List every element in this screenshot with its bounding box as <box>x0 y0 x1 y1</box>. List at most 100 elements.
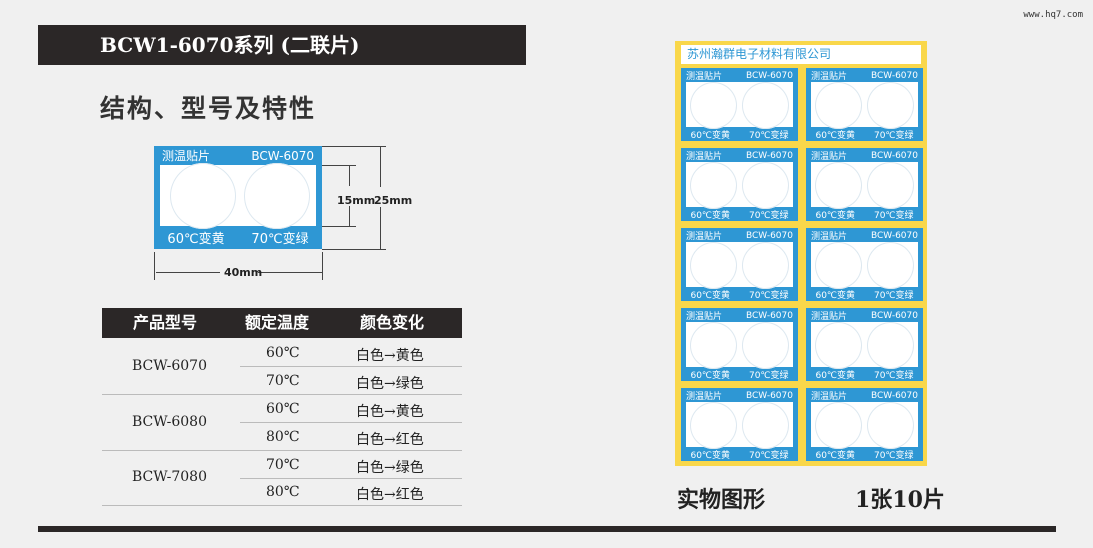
sheet-label-model: BCW-6070 <box>871 390 918 401</box>
sheet-label-model: BCW-6070 <box>746 390 793 401</box>
temp-cell: 60℃ <box>266 401 300 417</box>
sheet-label-model: BCW-6070 <box>746 230 793 241</box>
sheet-dot-left <box>815 82 862 129</box>
sheet-label-model: BCW-6070 <box>871 70 918 81</box>
sheet-dot-left <box>815 402 862 449</box>
sheet-dot-left <box>690 242 737 289</box>
change-cell: 白色→红色 <box>356 432 424 448</box>
sheet-label-window <box>811 322 918 369</box>
sheet-label-window <box>811 162 918 209</box>
sheet-dot-right <box>867 82 914 129</box>
sheet-label-header: 测温贴片 BCW-6070 <box>811 150 918 163</box>
row-divider <box>240 478 462 479</box>
sheet-label-name: 测温贴片 <box>811 312 848 322</box>
sheet-label-footer: 60℃变黄 70℃变绿 <box>681 368 798 381</box>
dim-ext-inner-top <box>322 165 356 166</box>
sheet-label-change-1: 60℃变黄 <box>690 210 731 221</box>
sheet-dot-right <box>867 242 914 289</box>
sheet-label-change-2: 70℃变绿 <box>873 450 914 461</box>
sheet-label-window <box>686 162 793 209</box>
sheet-dot-left <box>815 242 862 289</box>
dim-ext-bottom <box>322 249 386 250</box>
sheet-label-change-1: 60℃变黄 <box>690 370 731 381</box>
dim-arrow-right <box>258 272 322 273</box>
sheet-label-window <box>811 402 918 449</box>
sheet-label-window <box>811 242 918 289</box>
sheet-label-change-2: 70℃变绿 <box>873 290 914 301</box>
temp-cell: 70℃ <box>266 373 300 389</box>
sheet-label-window <box>686 242 793 289</box>
change-cell: 白色→绿色 <box>356 460 424 476</box>
sheet-label-footer: 60℃变黄 70℃变绿 <box>681 128 798 141</box>
model-cell: BCW-6070 <box>132 358 207 374</box>
sheet-label-name: 测温贴片 <box>811 152 848 162</box>
table-header: 产品型号 额定温度 颜色变化 <box>102 308 462 338</box>
label-change-2: 70℃变绿 <box>251 232 309 247</box>
sheet-label-change-1: 60℃变黄 <box>690 450 731 461</box>
sheet-dot-right <box>867 322 914 369</box>
sheet-label-model: BCW-6070 <box>871 150 918 161</box>
sheet-label-header: 测温贴片 BCW-6070 <box>811 310 918 323</box>
sheet-label-window <box>686 402 793 449</box>
sheet-dot-right <box>742 82 789 129</box>
sheet-dot-right <box>742 242 789 289</box>
sheet-label-model: BCW-6070 <box>871 310 918 321</box>
sheet-label-change-1: 60℃变黄 <box>690 130 731 141</box>
sheet-dot-left <box>690 402 737 449</box>
col-temp: 额定温度 <box>245 313 310 332</box>
dim-ext-right <box>322 252 323 280</box>
indicator-dot-left <box>170 163 236 229</box>
label-model: BCW-6070 <box>251 148 314 163</box>
sheet-label-name: 测温贴片 <box>811 232 848 242</box>
sheet-dot-right <box>742 402 789 449</box>
sheet-label-header: 测温贴片 BCW-6070 <box>686 310 793 323</box>
sheet-label-change-1: 60℃变黄 <box>815 130 856 141</box>
dim-ext-top <box>322 146 386 147</box>
model-cell: BCW-6080 <box>132 414 207 430</box>
col-model: 产品型号 <box>133 313 198 332</box>
label-header: 测温贴片 BCW-6070 <box>154 146 322 165</box>
sheet-label-name: 测温贴片 <box>686 312 723 322</box>
caption-photo: 实物图形 <box>677 487 766 513</box>
temp-cell: 70℃ <box>266 457 300 473</box>
temp-cell: 80℃ <box>266 484 300 500</box>
sheet-label-change-2: 70℃变绿 <box>748 210 789 221</box>
sheet-label-change-2: 70℃变绿 <box>748 370 789 381</box>
sheet-label-name: 测温贴片 <box>686 152 723 162</box>
sheet-label-model: BCW-6070 <box>746 70 793 81</box>
sheet-label-model: BCW-6070 <box>746 310 793 321</box>
dim-ext-inner-bottom <box>322 226 356 227</box>
label-footer: 60℃变黄 70℃变绿 <box>154 226 322 249</box>
indicator-dot-right <box>244 163 310 229</box>
dim-arrow-left <box>156 272 220 273</box>
dim-width: 40mm <box>224 266 263 279</box>
sheet-label-change-1: 60℃变黄 <box>815 210 856 221</box>
sheet-dot-left <box>815 162 862 209</box>
sheet-dot-left <box>690 162 737 209</box>
dim-ext-left <box>154 252 155 280</box>
section-title: 结构、型号及特性 <box>100 94 317 123</box>
temp-cell: 80℃ <box>266 429 300 445</box>
table-bottom-rule <box>102 505 462 506</box>
row-divider <box>240 366 462 367</box>
sheet-label-window <box>811 82 918 129</box>
change-cell: 白色→绿色 <box>356 376 424 392</box>
sheet-label-window <box>686 322 793 369</box>
sheet-label-name: 测温贴片 <box>686 392 723 402</box>
col-change: 颜色变化 <box>360 313 425 332</box>
sheet-label-change-2: 70℃变绿 <box>748 130 789 141</box>
sheet-label-change-1: 60℃变黄 <box>690 290 731 301</box>
company-name: 苏州瀚群电子材料有限公司 <box>681 45 921 64</box>
